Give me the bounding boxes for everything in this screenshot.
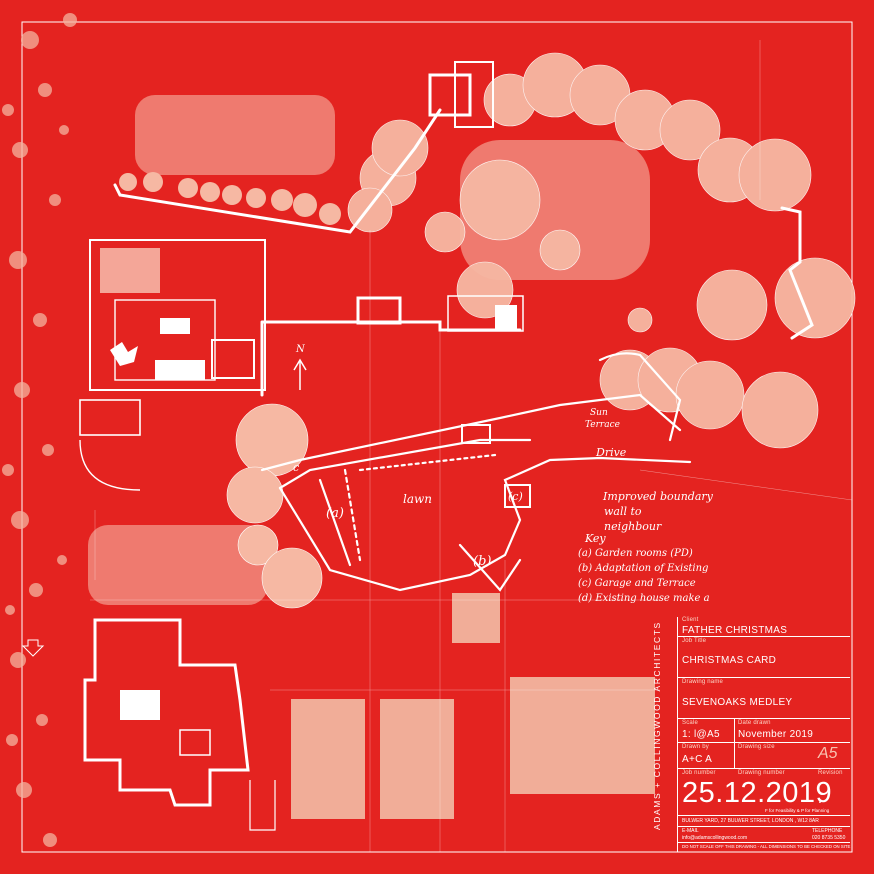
north-arrow: N (293, 344, 307, 390)
scale-value: 1: l@A5 (682, 729, 720, 740)
drawn-by-label: Drawn by (682, 744, 709, 750)
telephone-value: 020 8735 5350 (812, 835, 846, 841)
telephone-label: TELEPHONE (812, 828, 843, 834)
divider (678, 742, 850, 743)
outbuilding (356, 295, 524, 332)
trees-west (226, 403, 323, 609)
hedge-trees (119, 172, 341, 225)
house-north (79, 239, 266, 491)
entrance-arrow-icon (21, 639, 45, 657)
lawn-label: lawn (403, 492, 432, 506)
trees-top (347, 52, 856, 449)
disclaimer: DO NOT SCALE OFF THIS DRAWING - ALL DIME… (682, 844, 851, 849)
suffix-note: F for Feasibility & P for Planning (765, 808, 830, 813)
email-label: E-MAIL (682, 828, 699, 834)
date-drawn-value: November 2019 (738, 729, 814, 740)
key-item-c: (c) Garage and Terrace (578, 578, 696, 589)
job-title-value: CHRISTMAS CARD (682, 655, 777, 666)
divider (678, 826, 850, 827)
divider (678, 677, 850, 678)
garage-c (461, 424, 531, 508)
boundary-note-1: Improved boundary (602, 490, 714, 503)
divider (678, 768, 850, 769)
divider (678, 842, 850, 843)
boundary-note-3: neighbour (604, 520, 662, 533)
terrace-label: Terrace (585, 420, 620, 430)
firm-name: ADAMS + COLLINGWOOD ARCHITECTS (652, 621, 662, 830)
date-drawn-label: Date drawn (738, 720, 771, 726)
key-item-d: (d) Existing house make a (578, 593, 710, 604)
scale-label: Scale (682, 720, 699, 726)
tag-c: (c) (508, 490, 523, 503)
divider (678, 718, 850, 719)
pavilion-north (428, 61, 494, 128)
drawing-size-value: A5 (818, 745, 838, 762)
tag-b: (b) (473, 554, 491, 569)
drive-label: Drive (595, 446, 627, 459)
drawing-name-label: Drawing name (682, 679, 724, 685)
client-value: FATHER CHRISTMAS (682, 625, 788, 636)
revision-label: Revision (818, 770, 843, 776)
address: BULWER YARD, 27 BULWER STREET, LONDON , … (682, 818, 819, 824)
divider (678, 815, 850, 816)
job-number-label: Job number (682, 770, 716, 776)
revision-value: . (818, 790, 822, 806)
key-item-a: (a) Garden rooms (PD) (578, 548, 693, 559)
job-title-label: Job Title (682, 638, 707, 644)
tag-c2: c (293, 461, 299, 474)
proposed-house (260, 352, 692, 592)
email-value: info@adamscollingwood.com (682, 835, 748, 841)
existing-blocks (291, 593, 655, 819)
site-lines (90, 40, 853, 852)
client-label: Client (682, 617, 699, 623)
tag-a: (a) (326, 506, 344, 521)
key-item-b: (b) Adaptation of Existing (578, 563, 708, 574)
divider (678, 636, 850, 637)
boundary-note-2: wall to (604, 505, 642, 518)
drawn-by-value: A+C A (682, 754, 713, 765)
key-title: Key (584, 532, 606, 545)
north-label: N (295, 344, 306, 355)
drawing-frame (21, 21, 853, 853)
house-south (83, 618, 276, 831)
drawing-number-label: Drawing number (738, 770, 785, 776)
divider (734, 718, 735, 768)
sun-label: Sun (590, 408, 608, 418)
job-number-value: 25.12.2019 (682, 777, 833, 809)
drawing-size-label: Drawing size (738, 744, 775, 750)
boundary-walls (113, 108, 814, 397)
woodland-left (2, 13, 77, 847)
title-block-edge (677, 617, 678, 852)
drawing-name-value: SEVENOAKS MEDLEY (682, 697, 793, 708)
